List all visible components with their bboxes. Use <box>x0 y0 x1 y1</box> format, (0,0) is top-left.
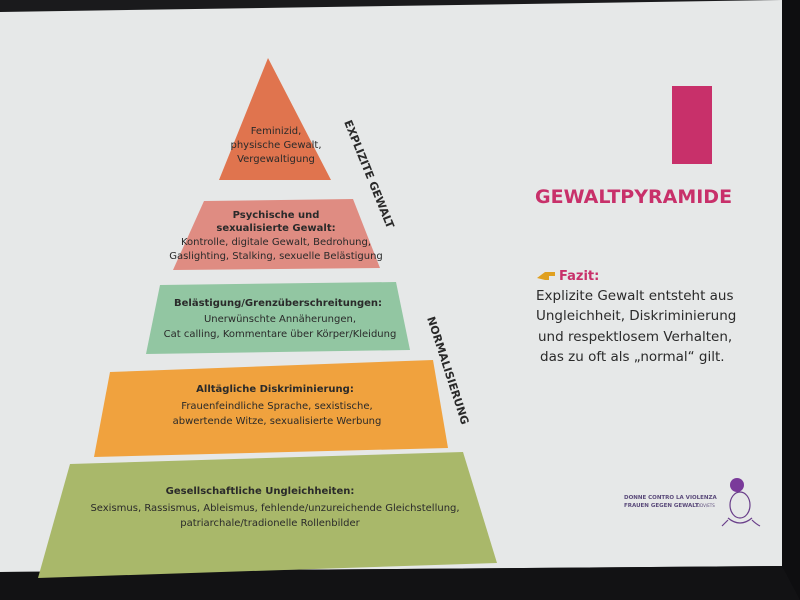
fazit-line: Explizite Gewalt entsteht aus <box>536 288 734 304</box>
pyramid-level-3 <box>146 282 410 354</box>
pointing-hand-icon <box>537 272 555 280</box>
logo-line-1: DONNE CONTRO LA VIOLENZA <box>624 495 718 501</box>
level-5-title: Gesellschaftliche Ungleichheiten: <box>166 486 355 497</box>
level-1-line: physische Gewalt, <box>230 140 321 151</box>
level-5-line: patriarchale/tradionelle Rollenbilder <box>180 518 360 529</box>
fazit-line: und respektlosem Verhalten, <box>538 329 732 345</box>
level-4-title: Alltägliche Diskriminierung: <box>196 384 354 395</box>
screen-bottom <box>0 566 800 600</box>
fazit-line: Ungleichheit, Diskriminierung <box>536 308 736 324</box>
logo-woman-icon <box>721 478 761 527</box>
level-1-line: Vergewaltigung <box>237 154 315 165</box>
level-4-line: Frauenfeindliche Sprache, sexistische, <box>181 401 372 412</box>
pyramid-level-2 <box>173 199 380 270</box>
level-4-line: abwertende Witze, sexualisierte Werbung <box>173 416 382 427</box>
pyramid-level-5 <box>38 452 497 578</box>
logo-suffix: ODV/ETS <box>697 503 715 508</box>
level-3-line: Cat calling, Kommentare über Körper/Klei… <box>164 329 397 340</box>
level-3-line: Unerwünschte Annäherungen, <box>204 314 356 325</box>
fazit-label: Fazit: <box>559 269 599 284</box>
pyramid-level-1 <box>219 58 331 180</box>
level-2-title: sexualisierte Gewalt: <box>216 223 335 234</box>
logo-line-2: FRAUEN GEGEN GEWALT <box>624 503 699 509</box>
slide-title: GEWALTPYRAMIDE <box>535 186 732 208</box>
pyramid-level-4 <box>94 360 448 457</box>
level-5-line: Sexismus, Rassismus, Ableismus, fehlende… <box>90 503 459 514</box>
level-3-title: Belästigung/Grenzüberschreitungen: <box>174 298 382 309</box>
level-2-line: Gaslighting, Stalking, sexuelle Belästig… <box>169 251 383 262</box>
level-1-line: Feminizid, <box>251 126 302 137</box>
fazit-line: das zu oft als „normal“ gilt. <box>540 349 725 365</box>
screen-edge <box>782 0 800 600</box>
level-2-title: Psychische und <box>233 210 320 221</box>
level-2-line: Kontrolle, digitale Gewalt, Bedrohung, <box>181 237 371 248</box>
accent-bar <box>672 86 712 164</box>
